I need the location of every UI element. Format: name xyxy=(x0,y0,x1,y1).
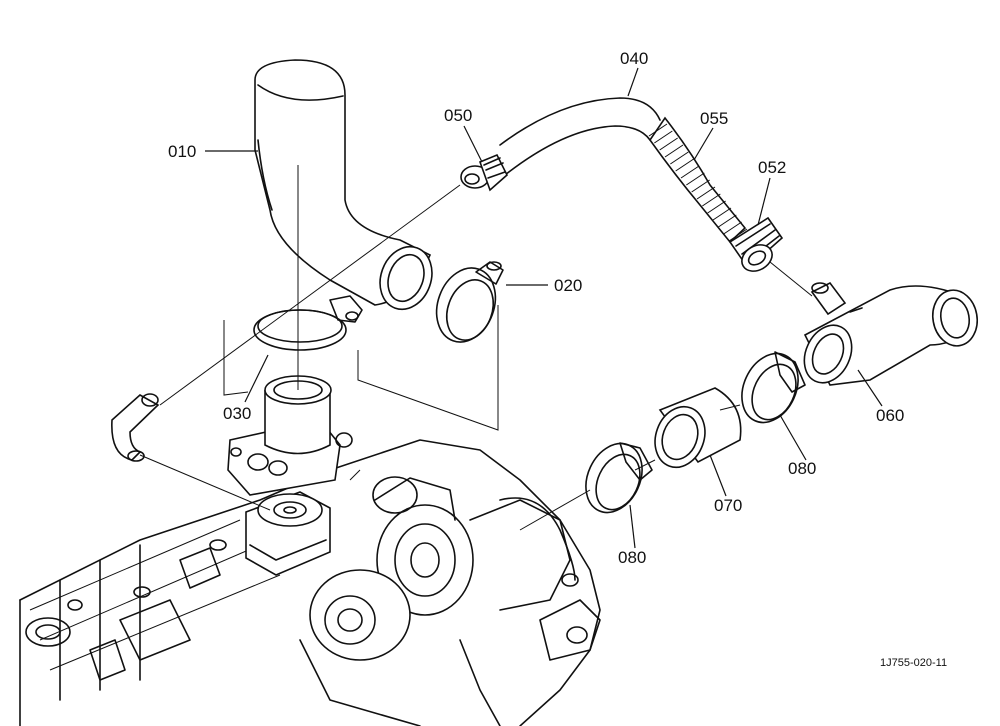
hose-rib xyxy=(696,186,716,200)
label-070: 070 xyxy=(714,496,742,515)
label-080-lower: 080 xyxy=(618,548,646,567)
label-052: 052 xyxy=(758,158,786,177)
hose-rib xyxy=(712,207,732,221)
hose-rib xyxy=(654,130,673,144)
hose-rib xyxy=(718,214,737,228)
rubber-hose-070 xyxy=(654,387,742,469)
leader-lines xyxy=(205,67,883,549)
water-outlet-pipe xyxy=(227,375,353,496)
hose-rib xyxy=(707,200,726,214)
clip-052 xyxy=(728,216,784,272)
label-050: 050 xyxy=(444,106,472,125)
hose-clamp-080-upper xyxy=(741,351,806,424)
hose-rib xyxy=(675,158,694,172)
hose-rib xyxy=(659,137,678,151)
hose-rib xyxy=(664,144,684,158)
label-010: 010 xyxy=(168,142,196,161)
label-080-upper: 080 xyxy=(788,459,816,478)
label-030: 030 xyxy=(223,404,251,423)
breather-pipe-040 xyxy=(499,97,661,176)
engine-block xyxy=(19,439,601,726)
corrugated-hose-055 xyxy=(648,116,748,244)
hose-rib xyxy=(702,193,721,207)
clip-050 xyxy=(460,153,508,192)
label-020: 020 xyxy=(554,276,582,295)
turbocharger xyxy=(299,476,601,726)
air-pipe-060 xyxy=(803,281,979,386)
hose-rib xyxy=(680,165,700,179)
hose-rib xyxy=(723,221,742,235)
hose-rib xyxy=(686,172,705,186)
label-040: 040 xyxy=(620,49,648,68)
reference-code: 1J755-020-11 xyxy=(880,657,947,669)
label-060: 060 xyxy=(876,406,904,425)
assembly-lines xyxy=(139,165,813,531)
hose-clamp-080-lower xyxy=(585,442,653,514)
hose-rib xyxy=(728,228,748,242)
small-elbow-fitting xyxy=(111,393,160,462)
elbow-hose-010 xyxy=(254,59,433,311)
hose-clamp-020 xyxy=(435,261,504,343)
hose-clamp-030 xyxy=(253,295,363,351)
part-labels: 010 020 030 040 050 052 055 060 070 080 … xyxy=(168,49,947,669)
label-055: 055 xyxy=(700,109,728,128)
hose-rib xyxy=(648,123,668,137)
hose-rib xyxy=(670,151,689,165)
hose-rib xyxy=(691,179,710,193)
